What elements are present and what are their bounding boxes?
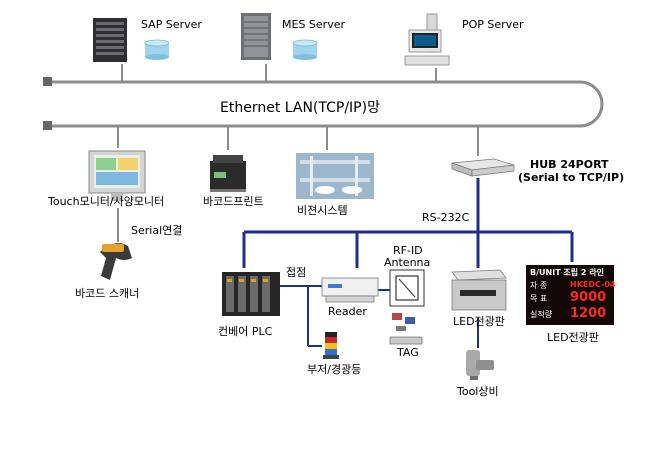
barcode-scanner-icon — [100, 243, 132, 280]
mes-database-icon — [292, 39, 318, 60]
sap-server-label: SAP Server — [141, 18, 202, 31]
led-row-2-value: 9000 — [570, 290, 607, 305]
touch-monitor-label: Touch모니터/사양모니터 — [48, 195, 165, 208]
vision-system-icon — [296, 153, 374, 199]
rfid-label-line2: Antenna — [384, 256, 431, 269]
led-board-1-icon — [451, 269, 507, 311]
touch-monitor-icon — [88, 150, 146, 201]
led-row-2-label: 목 표 — [530, 294, 548, 303]
led-row-3-value: 1200 — [570, 306, 607, 321]
buzzer-light-icon — [323, 332, 339, 359]
hub-icon — [451, 158, 515, 177]
led-display-panel — [526, 265, 614, 325]
hub-label-line2: (Serial to TCP/IP) — [518, 171, 625, 184]
sap-server-icon — [93, 18, 127, 62]
tag-icon — [389, 313, 423, 345]
mes-server-icon — [241, 13, 271, 60]
vision-system-label: 비젼시스템 — [297, 204, 348, 217]
led-row-1-label: 자 종 — [530, 281, 548, 290]
plc-label: 컨베어 PLC — [218, 325, 273, 338]
reader-label: Reader — [328, 305, 367, 318]
led-display-header: B/UNIT 조립 2 라인 — [530, 268, 605, 277]
buzzer-label: 부저/경광등 — [307, 363, 362, 376]
rs232c-label: RS-232C — [422, 211, 470, 224]
conveyor-plc-icon — [222, 272, 280, 316]
rfid-label-line1: RF-ID — [393, 244, 423, 257]
reader-icon — [321, 277, 379, 303]
mes-server-label: MES Server — [282, 18, 345, 31]
led-board-2-label: LED전광판 — [547, 331, 599, 344]
barcode-printer-icon — [210, 155, 246, 192]
led-row-1-value: HKEDC-04 — [570, 280, 616, 289]
ethernet-bus-label: Ethernet LAN(TCP/IP)망 — [220, 100, 380, 116]
bus-end-bottom — [43, 121, 52, 130]
barcode-printer-label: 바코드프린트 — [203, 195, 264, 208]
bus-end-top — [43, 77, 52, 86]
hub-label-line1: HUB 24PORT — [530, 158, 609, 171]
barcode-scanner-label: 바코드 스캐너 — [75, 287, 140, 300]
serial-link-label: Serial연결 — [131, 224, 183, 237]
led-row-3-label: 실적량 — [530, 310, 553, 319]
contact-label: 접점 — [286, 266, 307, 279]
pop-server-label: POP Server — [462, 18, 524, 31]
led-board-1-label: LED전광판 — [453, 315, 505, 328]
ethernet-bus — [48, 80, 604, 128]
tool-label: Tool상비 — [457, 385, 499, 398]
sap-database-icon — [144, 39, 170, 60]
rfid-antenna-icon — [389, 269, 425, 307]
tag-label: TAG — [397, 346, 419, 359]
pop-server-icon — [404, 13, 450, 66]
tool-icon — [466, 350, 494, 380]
